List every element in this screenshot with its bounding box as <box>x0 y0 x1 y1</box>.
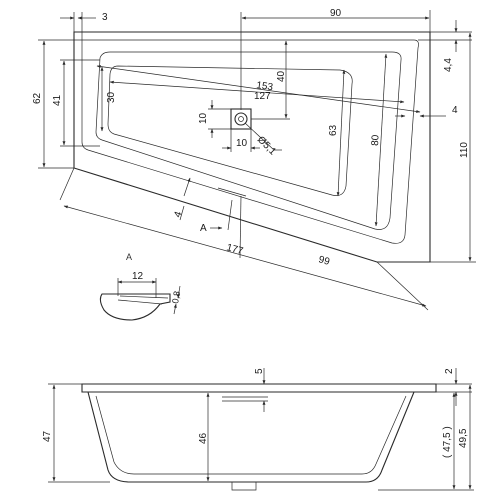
dim-10-vertical: 10 <box>198 112 209 124</box>
dim-10-horizontal: 10 <box>236 138 248 149</box>
detail-a-profile <box>99 293 171 321</box>
dim-90: 90 <box>330 8 342 19</box>
dim-30: 30 <box>106 91 117 103</box>
dim-40: 40 <box>276 70 287 82</box>
dim-4-4: 4,4 <box>443 58 454 72</box>
dim-80: 80 <box>370 134 382 146</box>
dim-99: 99 <box>317 254 331 268</box>
dim-41: 41 <box>52 94 63 106</box>
side-dim-5: 5 <box>254 368 265 374</box>
top-view: 3 90 4,4 110 4 62 41 30 <box>32 8 476 311</box>
detail-a: A 12 0,8 <box>99 252 182 321</box>
detail-dim-12: 12 <box>132 271 144 282</box>
side-dim-46: 46 <box>198 432 209 444</box>
side-dim-2: 2 <box>444 368 455 374</box>
tub-basin-floor <box>107 65 353 196</box>
dim-62: 62 <box>32 92 43 104</box>
side-dim-47: 47 <box>42 430 53 442</box>
detail-dim-0-8: 0,8 <box>170 290 182 304</box>
dim-63: 63 <box>328 124 339 136</box>
side-body <box>87 391 415 483</box>
dim-177: 177 <box>225 242 244 257</box>
side-rim <box>81 383 437 393</box>
section-marker-a: A <box>200 223 207 234</box>
dim-110: 110 <box>459 142 470 158</box>
side-dim-47-5: ( 47,5 ) <box>442 426 453 458</box>
tub-inner-ledge <box>81 39 419 244</box>
drain-circle <box>234 112 248 126</box>
side-view: 5 2 47 46 ( 47,5 ) 49,5 <box>42 368 474 491</box>
tub-basin <box>95 51 402 230</box>
side-dim-49-5: 49,5 <box>458 428 469 448</box>
dim-diameter-5-1: Ø5,1 <box>255 134 278 157</box>
detail-a-label: A <box>126 252 132 262</box>
dim-127: 127 <box>254 91 271 102</box>
dim-4-right: 4 <box>452 105 458 116</box>
dim-3: 3 <box>102 12 108 23</box>
